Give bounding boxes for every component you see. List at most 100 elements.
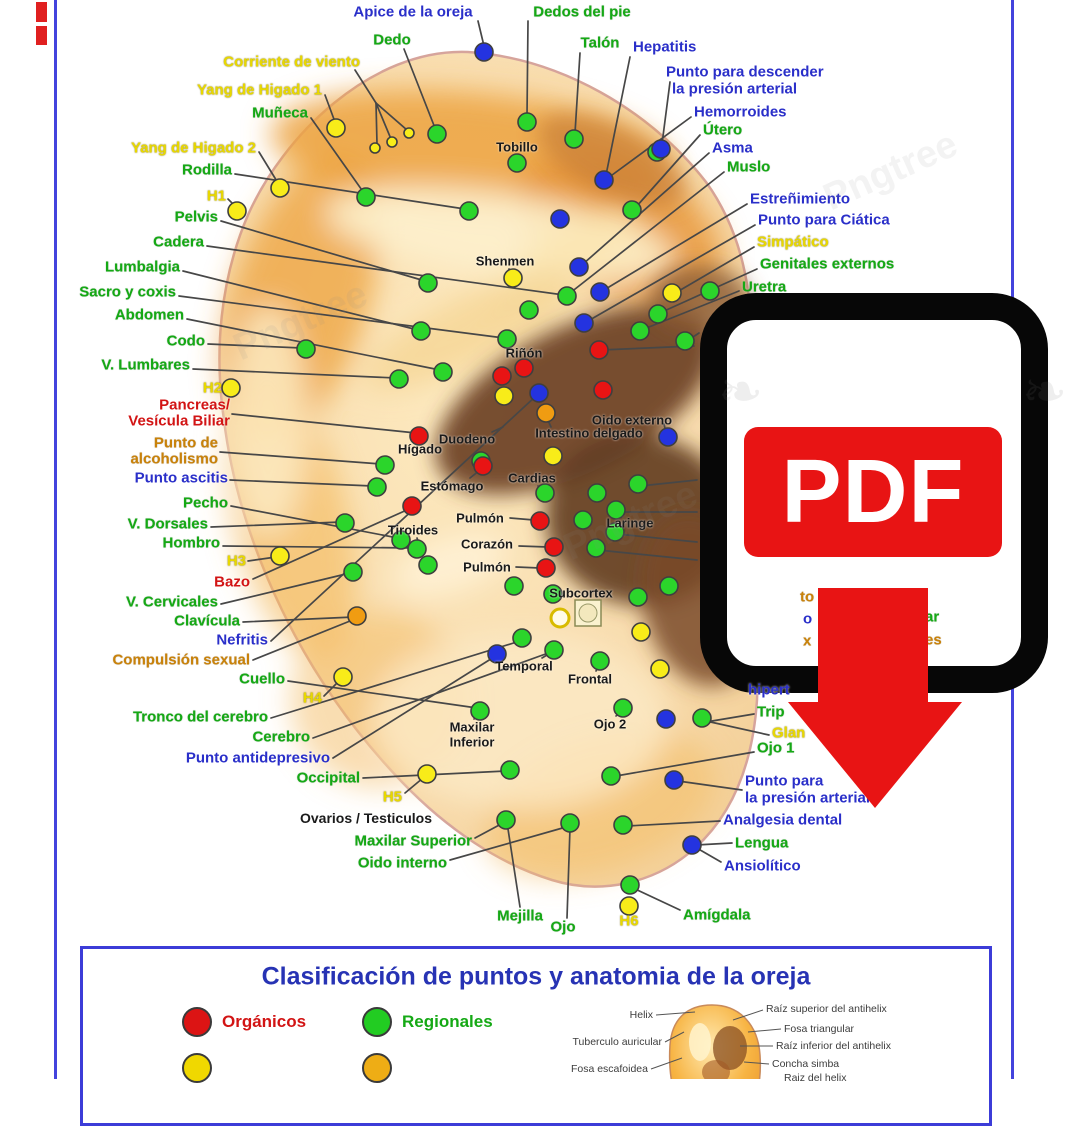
connector-line xyxy=(639,479,698,487)
acupoint-dot xyxy=(411,321,431,341)
acupoint-dot xyxy=(586,538,606,558)
acupoint-dot xyxy=(470,701,490,721)
acupoint-dot xyxy=(700,281,720,301)
connector-line xyxy=(626,820,721,827)
connector-line xyxy=(375,102,392,140)
acupoint-dot xyxy=(590,651,610,671)
acupoint-dot xyxy=(650,659,670,679)
acupoint-dot xyxy=(628,587,648,607)
connector-line xyxy=(518,545,549,548)
acupoint-dot xyxy=(619,896,639,916)
acupoint-dot xyxy=(343,562,363,582)
acupoint-dot xyxy=(543,584,563,604)
connector-line xyxy=(219,451,382,465)
acupoint-dot xyxy=(536,403,556,423)
connector-line xyxy=(182,270,419,331)
acupoint-dot xyxy=(418,555,438,575)
connector-line xyxy=(635,134,701,208)
acupoint-dot xyxy=(347,606,367,626)
acupoint-dot xyxy=(335,513,355,533)
acupoint-dot xyxy=(494,386,514,406)
acupoint-dot xyxy=(535,483,555,503)
acupoint-dot xyxy=(417,764,437,784)
connector-line xyxy=(324,94,336,123)
connector-line xyxy=(616,533,698,543)
acupoint-dot xyxy=(433,362,453,382)
corner-red-mark xyxy=(36,26,47,45)
connector-line xyxy=(270,640,521,719)
connector-line xyxy=(566,827,571,919)
acupoint-dot xyxy=(369,142,381,154)
acupoint-dot xyxy=(389,369,409,389)
acupoint-dot xyxy=(270,546,290,566)
acupoint-dot xyxy=(601,766,621,786)
acupoint-dot xyxy=(473,456,493,476)
connector-line xyxy=(229,479,374,487)
connector-line xyxy=(252,618,356,661)
connector-line xyxy=(258,151,279,184)
connector-line xyxy=(222,545,415,549)
connector-line xyxy=(234,173,466,210)
acupoint-dot xyxy=(333,667,353,687)
acupoint-dot xyxy=(536,558,556,578)
pdf-icon-label: PDF xyxy=(781,442,965,542)
acupoint-dot xyxy=(682,835,702,855)
acupoint-dot xyxy=(492,366,512,386)
ear-illustration xyxy=(218,50,761,888)
connector-line xyxy=(242,616,355,623)
acupoint-dot xyxy=(656,709,676,729)
acupoint-dot xyxy=(503,268,523,288)
connector-line xyxy=(375,102,378,145)
acupoint-dot xyxy=(356,187,376,207)
acupoint-dot xyxy=(270,178,290,198)
connector-line xyxy=(477,20,485,47)
download-arrow-head-icon xyxy=(788,702,962,808)
acupoint-dot xyxy=(500,760,520,780)
connector-line xyxy=(310,117,365,194)
acupoint-dot xyxy=(296,339,316,359)
acupoint-dot xyxy=(409,426,429,446)
acupoint-dot xyxy=(550,209,570,229)
acupoint-dot xyxy=(560,813,580,833)
connector-line xyxy=(207,343,303,349)
acupoint-dot xyxy=(594,170,614,190)
acupoint-dot xyxy=(622,200,642,220)
connector-line xyxy=(569,171,725,294)
acupoint-dot xyxy=(529,383,549,403)
acupoint-dot xyxy=(530,511,550,531)
acupoint-dot xyxy=(403,127,415,139)
connector-line xyxy=(705,720,770,736)
connector-line xyxy=(605,56,631,176)
acupoint-dot xyxy=(474,42,494,62)
connector-line xyxy=(192,368,397,379)
acupoint-dot xyxy=(557,286,577,306)
acupoint-dot xyxy=(613,815,633,835)
acupoint-dot xyxy=(587,483,607,503)
acupoint-dot xyxy=(519,300,539,320)
acupoint-dot xyxy=(504,576,524,596)
connector-line xyxy=(705,713,755,723)
connector-line xyxy=(526,20,529,117)
acupoint-dot xyxy=(606,500,626,520)
connector-line xyxy=(220,572,351,605)
acupoint-dot xyxy=(675,331,695,351)
connector-line xyxy=(661,81,671,145)
frame-left-line xyxy=(54,0,57,1079)
acupoint-dot xyxy=(589,340,609,360)
acupoint-dot xyxy=(573,510,593,530)
acupoint-dot xyxy=(590,282,610,302)
acupoint-dot xyxy=(507,153,527,173)
connector-line xyxy=(178,295,505,339)
download-arrow-icon xyxy=(818,588,928,702)
connector-line xyxy=(449,826,567,861)
acupoint-dot xyxy=(514,358,534,378)
acupoint-dot xyxy=(487,644,507,664)
connector-line xyxy=(287,680,478,709)
acupoint-dot xyxy=(543,446,563,466)
acupoint-dot xyxy=(367,477,387,497)
connector-line xyxy=(695,842,733,846)
acupoint-dot xyxy=(664,770,684,790)
corner-red-mark xyxy=(36,2,47,22)
acupoint-dot xyxy=(418,273,438,293)
